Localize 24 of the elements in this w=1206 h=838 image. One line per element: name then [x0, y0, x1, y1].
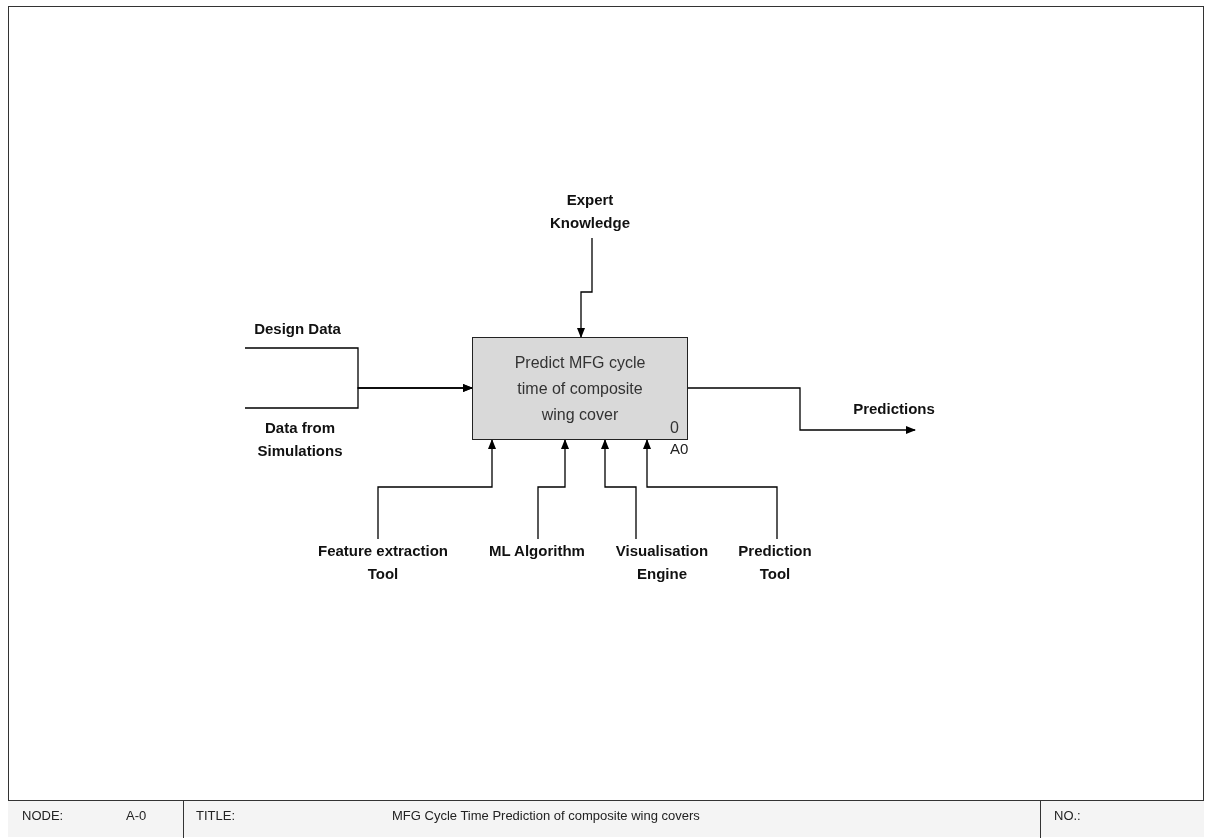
arrow — [377, 439, 496, 540]
arrow-label: Prediction Tool — [725, 539, 825, 587]
field-label: TITLE: — [196, 808, 235, 823]
arrow-label: Feature extraction Tool — [303, 539, 463, 587]
activity-box — [472, 337, 688, 440]
activity-name: Predict MFG cycle time of composite wing cover — [514, 354, 646, 423]
arrow — [577, 237, 593, 338]
box-number: 0 — [670, 419, 679, 437]
arrow — [643, 439, 778, 540]
arrow-label: Expert Knowledge — [530, 188, 650, 238]
arrow-label: Visualisation Engine — [602, 539, 722, 587]
arrow — [537, 439, 569, 540]
arrow — [244, 384, 473, 409]
arrow-label: Data from Simulations — [240, 416, 360, 464]
field-label: NODE: — [22, 808, 64, 823]
arrow-label: ML Algorithm — [478, 539, 596, 562]
arrow — [687, 387, 916, 434]
field-label: NO.: — [1054, 808, 1081, 823]
node-number: A0 — [670, 440, 689, 457]
arrow — [601, 439, 637, 540]
arrow-label: Predictions — [838, 397, 950, 420]
title-text: MFG Cycle Time Prediction of composite wing covers — [392, 808, 700, 823]
arrow-label: Design Data — [240, 317, 355, 340]
field-value: A-0 — [126, 808, 147, 823]
